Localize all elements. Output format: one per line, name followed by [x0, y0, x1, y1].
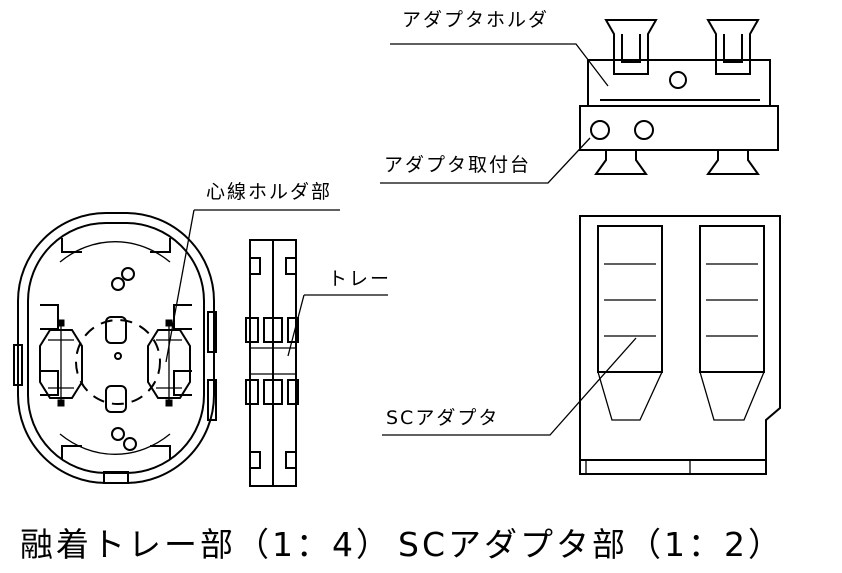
leader-lines — [165, 43, 637, 436]
sc-adapter-plan-view — [579, 215, 781, 475]
label-sc-adapter: SCアダプタ — [386, 407, 499, 429]
caption-fusion-tray: 融着トレー部（1：4） — [20, 525, 392, 564]
tray-side-view — [245, 239, 299, 487]
label-tray: トレー — [328, 268, 391, 290]
label-adapter-holder: アダプタホルダ — [402, 9, 549, 31]
adapter-side-view — [579, 19, 779, 175]
label-fiber-holder: 心線ホルダ部 — [206, 181, 332, 203]
label-adapter-mount: アダプタ取付台 — [384, 154, 531, 176]
caption-sc-adapter: SCアダプタ部（1：2） — [398, 525, 784, 564]
